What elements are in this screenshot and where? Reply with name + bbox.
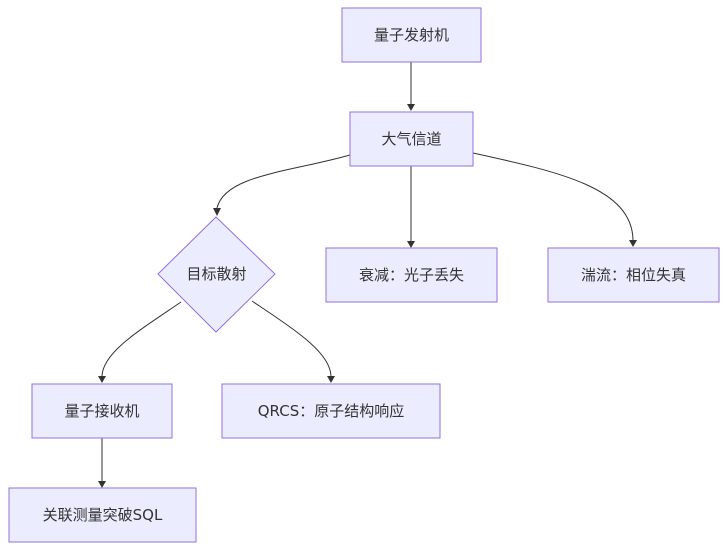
arrow-target-to-receiver <box>98 376 106 383</box>
edge-channel-to-target <box>216 154 351 209</box>
node-measurement: 关联测量突破SQL <box>8 487 197 543</box>
arrow-channel-to-attenuation <box>407 241 415 248</box>
node-transmitter-label: 量子发射机 <box>374 26 449 44</box>
node-turbulence: 湍流：相位失真 <box>547 247 720 303</box>
arrow-target-to-qrcs <box>327 376 335 383</box>
node-receiver: 量子接收机 <box>31 383 173 439</box>
edge-target-to-receiver <box>101 301 182 377</box>
node-channel-label: 大气信道 <box>381 130 441 148</box>
node-channel: 大气信道 <box>349 111 474 167</box>
node-qrcs-label: QRCS：原子结构响应 <box>258 402 404 420</box>
edges <box>98 62 637 488</box>
node-transmitter: 量子发射机 <box>341 7 482 63</box>
edge-target-to-qrcs <box>251 300 332 377</box>
node-target: 目标散射 <box>157 216 276 333</box>
arrow-transmitter-to-channel <box>407 104 415 111</box>
node-receiver-label: 量子接收机 <box>64 402 139 420</box>
arrow-channel-to-turbulence <box>629 240 637 247</box>
node-attenuation: 衰减：光子丢失 <box>325 247 498 303</box>
arrow-channel-to-target <box>213 208 221 216</box>
node-measurement-label: 关联测量突破SQL <box>43 506 163 524</box>
node-qrcs: QRCS：原子结构响应 <box>221 383 441 439</box>
node-turbulence-label: 湍流：相位失真 <box>581 266 686 284</box>
edge-channel-to-turbulence <box>472 152 634 241</box>
node-attenuation-label: 衰减：光子丢失 <box>359 266 464 284</box>
node-target-label: 目标散射 <box>186 265 246 283</box>
arrow-receiver-to-measurement <box>98 481 106 488</box>
